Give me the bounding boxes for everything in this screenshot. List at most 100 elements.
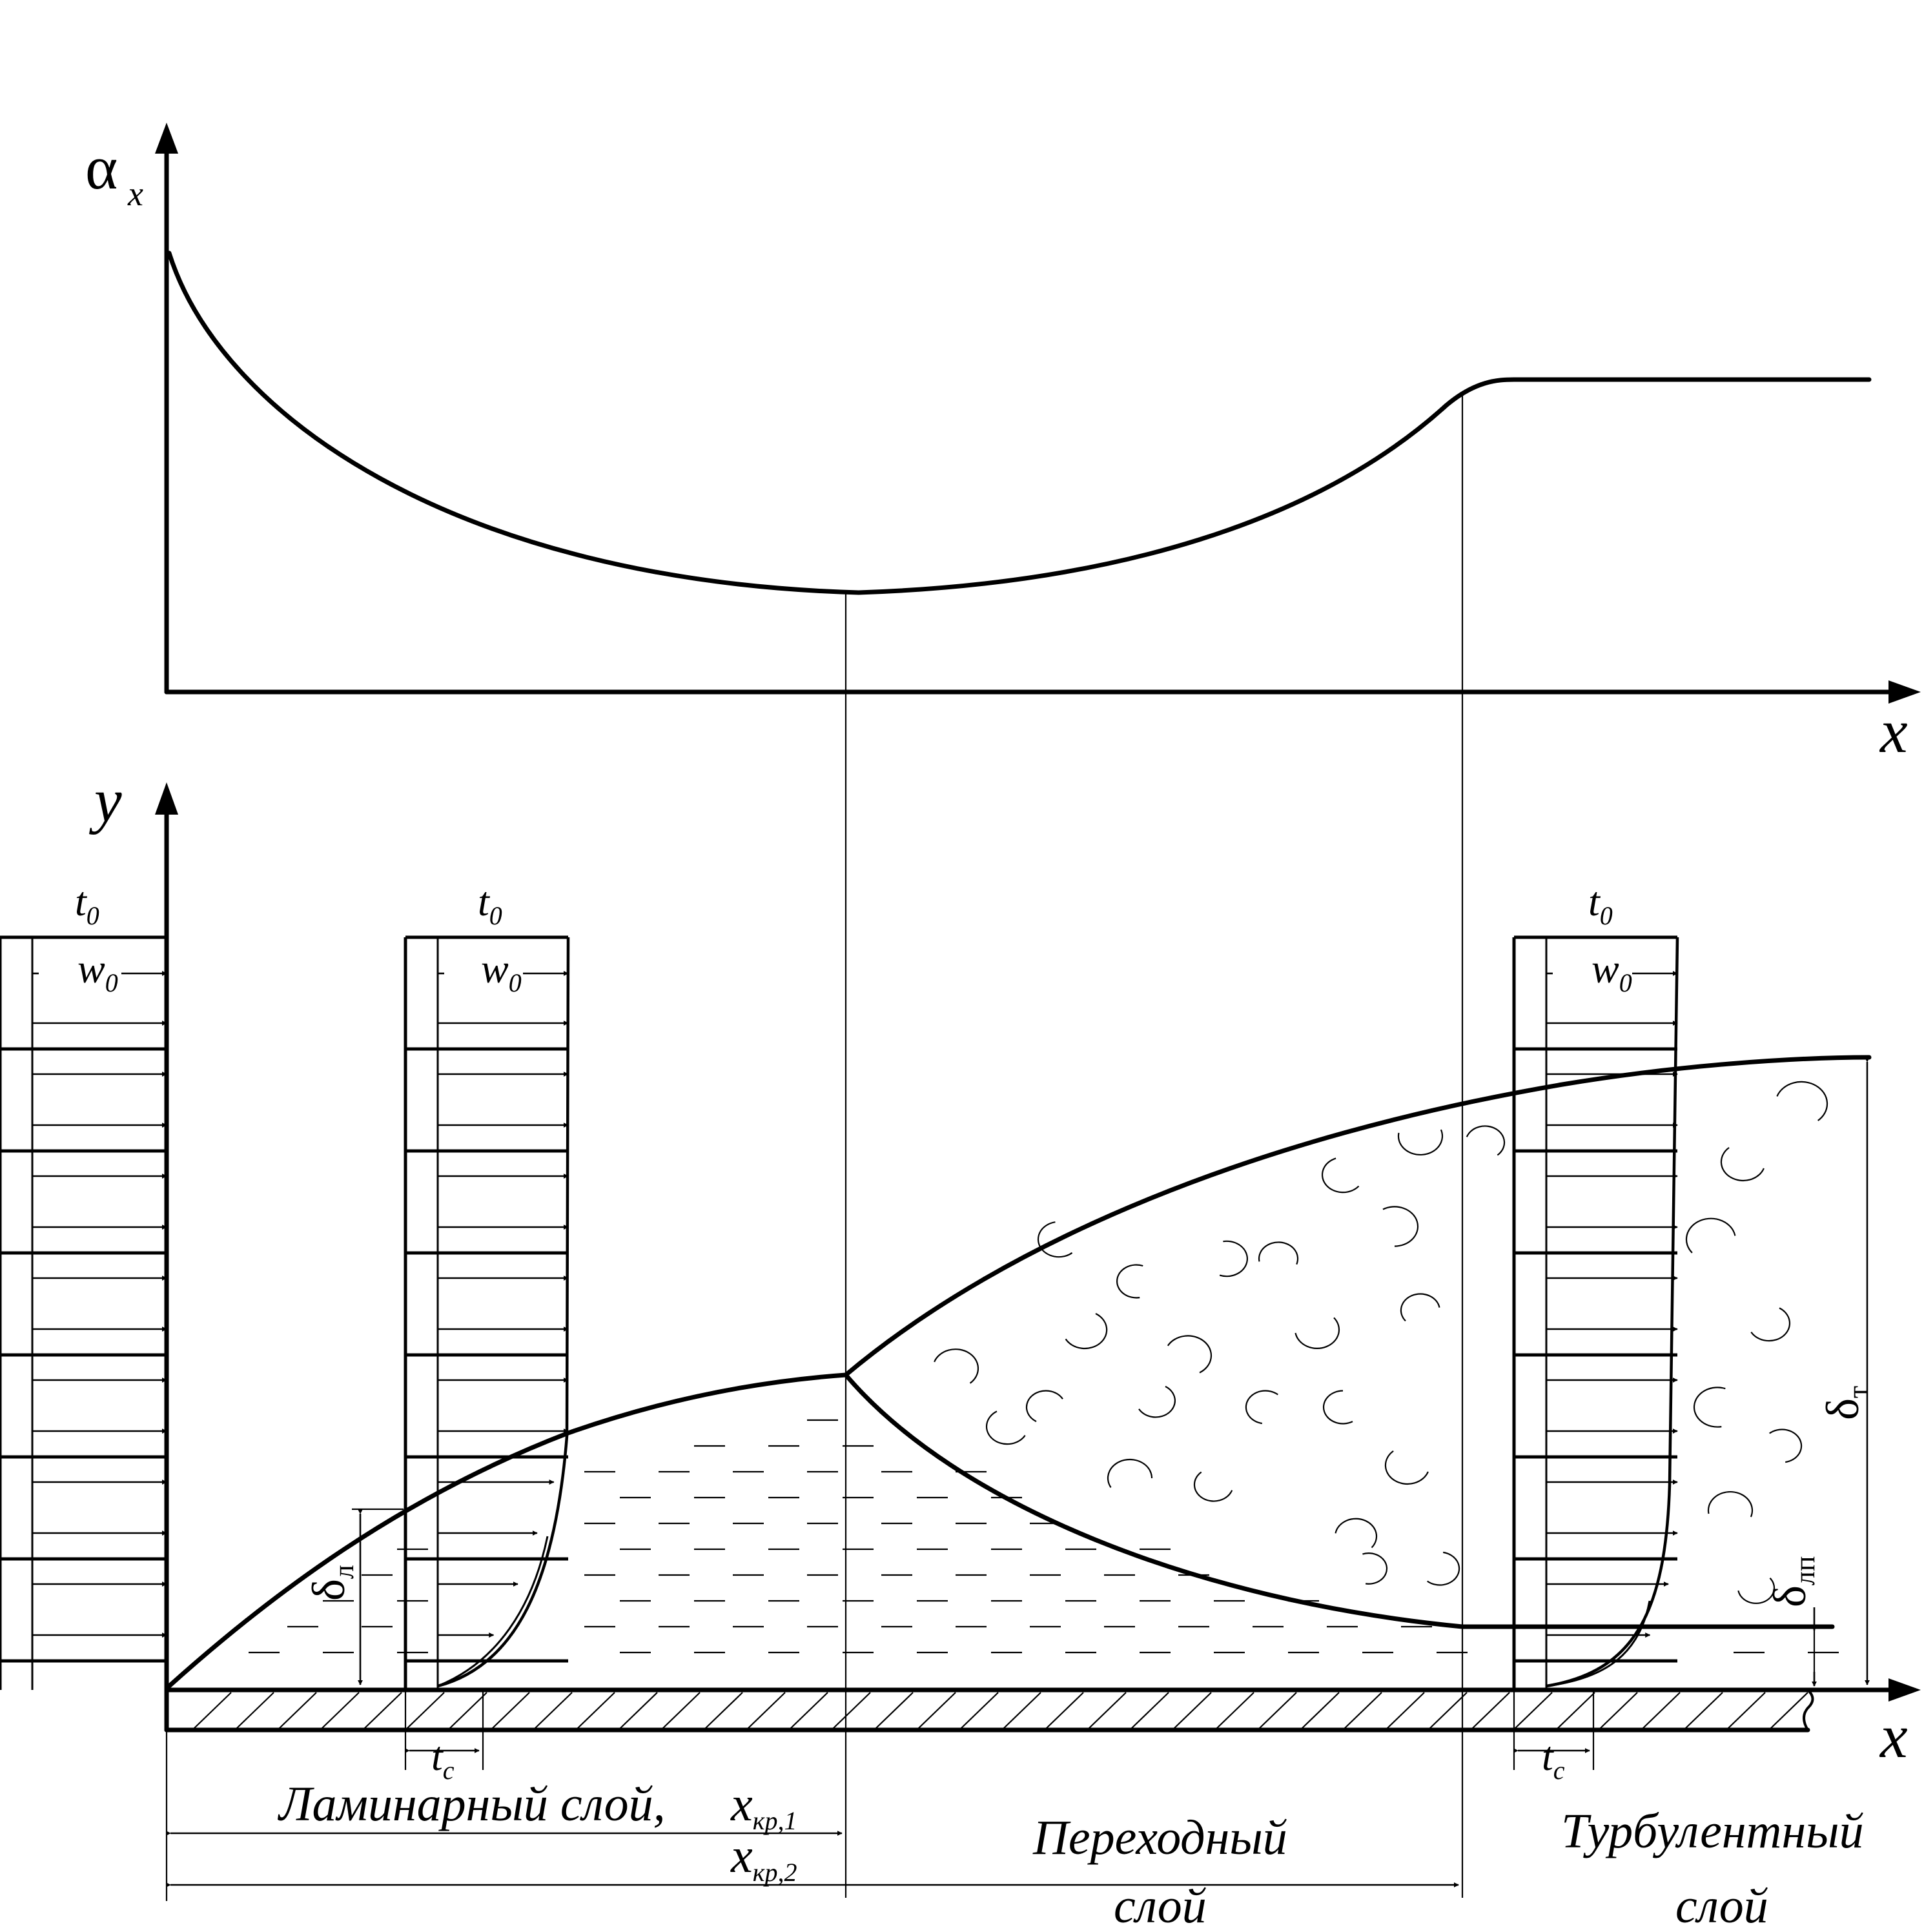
inlet-t0-label: t0 <box>75 879 99 930</box>
hatch-line <box>491 1692 530 1729</box>
hatch-line <box>1386 1692 1425 1729</box>
hatch-line <box>662 1692 701 1729</box>
hatch-line <box>534 1692 573 1729</box>
hatch-line <box>449 1692 487 1729</box>
hatch-line <box>278 1692 317 1729</box>
eddy-arc <box>1258 1241 1299 1265</box>
alpha-y-axis-arrowhead <box>155 123 178 154</box>
laminar-temperature-curve <box>437 1536 549 1687</box>
eddy-arc <box>1769 1429 1803 1463</box>
eddy-arc <box>985 1410 1026 1445</box>
eddy-arc <box>934 1348 979 1384</box>
eddy-arc <box>1400 1293 1440 1322</box>
eddy-arc <box>1397 1129 1443 1156</box>
xcr1-label: xкр,1 <box>730 1777 797 1835</box>
eddy-arc <box>1037 1221 1073 1258</box>
eddy-arc <box>1335 1518 1378 1549</box>
delta-t-label: δт <box>1817 1386 1874 1420</box>
hatch-line <box>1258 1692 1297 1729</box>
hatch-line <box>321 1692 360 1729</box>
station3-t0-label: t0 <box>1588 879 1613 930</box>
x-axis-label: x <box>1879 1702 1908 1771</box>
eddy-arc <box>1685 1217 1736 1254</box>
eddy-arc <box>1362 1552 1388 1585</box>
eddy-arc <box>1750 1307 1791 1342</box>
hatch-line <box>1642 1692 1681 1729</box>
hatch-line <box>1557 1692 1595 1729</box>
hatch-line <box>193 1692 232 1729</box>
laminar-velocity-profile <box>404 935 570 1690</box>
hatch-line <box>1301 1692 1340 1729</box>
delta-l-label: δл <box>303 1565 360 1601</box>
hatch-line <box>1344 1692 1382 1729</box>
eddy-arc <box>1776 1081 1828 1121</box>
turbulent-layer-label-line1: Турбулентный <box>1561 1804 1864 1858</box>
eddy-arc <box>1025 1390 1063 1423</box>
hatch-line <box>577 1692 615 1729</box>
alpha-x-label: x <box>1879 697 1908 766</box>
alpha-curve <box>167 250 1872 595</box>
eddy-arc <box>1116 1264 1143 1299</box>
hatch-line <box>875 1692 914 1729</box>
laminar-velocity-curve <box>437 937 570 1688</box>
hatch-line <box>406 1692 445 1729</box>
hatch-line <box>1599 1692 1638 1729</box>
boundary-layer-diagram: y x t0 w0 t0 w0 t0 w0 <box>0 766 1921 1932</box>
station2-w0-label: w0 <box>481 946 522 997</box>
turbulent-velocity-curve <box>1546 937 1679 1688</box>
hatch-line <box>363 1692 402 1729</box>
eddy-arc <box>1167 1335 1213 1374</box>
station2-t0-label: t0 <box>478 879 502 930</box>
eddy-arc <box>1693 1387 1726 1428</box>
laminar-thickness-dimension: δл <box>303 1508 404 1685</box>
y-axis-label: y <box>88 766 122 835</box>
inlet-labels: t0 w0 <box>75 879 118 997</box>
hatch-line <box>1471 1692 1510 1729</box>
turbulent-temperature-curve <box>1546 1600 1651 1687</box>
hatch-line <box>1770 1692 1808 1729</box>
hatch-line <box>1216 1692 1254 1729</box>
hatch-line <box>1173 1692 1212 1729</box>
transition-layer-label-line1: Переходный <box>1032 1811 1287 1865</box>
hatch-line <box>1088 1692 1127 1729</box>
eddy-arc <box>1245 1390 1278 1425</box>
hatch-line <box>1045 1692 1084 1729</box>
eddy-arc <box>1427 1551 1460 1586</box>
hatch-line <box>790 1692 828 1729</box>
eddy-arc <box>1219 1240 1248 1277</box>
hatch-line <box>704 1692 743 1729</box>
wall-hatching <box>193 1692 1808 1729</box>
hatch-line <box>236 1692 274 1729</box>
turbulent-eddies <box>934 1081 1828 1604</box>
hatch-line <box>1514 1692 1553 1729</box>
station3-labels: t0 w0 <box>1588 879 1632 997</box>
eddy-arc <box>1193 1471 1233 1502</box>
turbulent-velocity-profile <box>1512 935 1679 1690</box>
transition-lower-edge <box>843 1372 1835 1629</box>
hatch-line <box>1727 1692 1766 1729</box>
delta-lp-label: δлп <box>1764 1556 1821 1607</box>
eddy-arc <box>1382 1206 1419 1247</box>
laminar-fluid-dashes <box>249 1419 1839 1654</box>
turbulent-thickness-dimension: δт <box>1817 1057 1874 1685</box>
laminar-layer-label: Ламинарный слой, <box>278 1777 666 1831</box>
wall-plate <box>164 1687 1814 1733</box>
hatch-line <box>1003 1692 1041 1729</box>
alpha-y-label-subscript: x <box>127 174 143 213</box>
eddy-arc <box>1295 1317 1340 1350</box>
eddy-arc <box>1466 1125 1506 1156</box>
alpha-chart: α x x <box>85 123 1921 1898</box>
eddy-arc <box>1065 1313 1108 1350</box>
hatch-line <box>960 1692 999 1729</box>
wall-temperature-dimension-2: tc <box>1513 1690 1595 1785</box>
wall-temperature-dimension-1: tc <box>404 1690 484 1785</box>
hatch-line <box>1131 1692 1169 1729</box>
inlet-velocity-profile <box>0 935 167 1690</box>
station3-w0-label: w0 <box>1591 946 1632 997</box>
eddy-arc <box>1138 1385 1176 1418</box>
transition-layer-label-line2: слой <box>1114 1879 1207 1929</box>
turbulent-layer-label-line2: слой <box>1675 1879 1768 1929</box>
eddy-arc <box>1737 1577 1776 1604</box>
eddy-arc <box>1107 1458 1153 1489</box>
